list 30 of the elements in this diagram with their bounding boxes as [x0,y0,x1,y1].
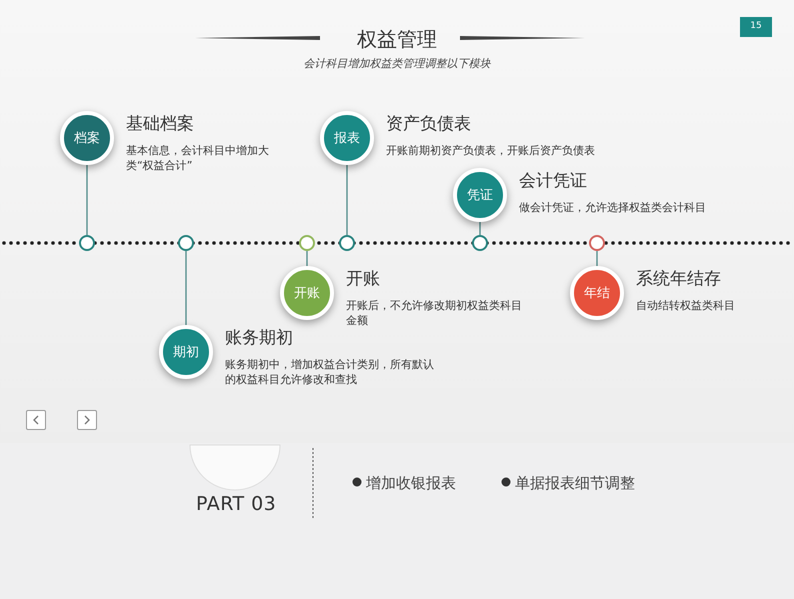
item-description: 自动结转权益类科目 [636,298,736,313]
item-heading: 账务期初 [225,327,294,349]
bullet-text: 增加收银报表 [366,473,456,494]
subtitle: 会计科目增加权益类管理调整以下模块 [302,56,492,72]
item-heading: 基础档案 [126,113,195,135]
item-description: 开账前期初资产负债表，开账后资产负债表 [386,143,596,158]
bullet-text: 单据报表细节调整 [515,473,635,494]
item-description: 做会计凭证，允许选择权益类会计科目 [519,200,707,215]
connector-line [346,165,348,235]
circle-label: 凭证 [467,188,493,202]
item-description: 开账后，不允许修改期初权益类科目金额 [346,298,522,328]
connector-line [479,222,481,235]
circle-label: 开账 [294,286,320,300]
circle-label: 报表 [334,132,360,144]
page-number-badge: 15 [740,17,772,37]
part-label: PART 03 [196,492,276,517]
circle-label: 年结 [584,286,610,300]
connector-line [596,251,598,266]
connector-line [306,251,308,266]
item-heading: 开账 [346,268,381,290]
item-description: 基本信息，会计科目中增加大类“权益合计” [126,143,270,173]
connector-line [86,165,88,235]
circle-label: 档案 [74,132,100,144]
slide-title: 权益管理 [356,26,438,52]
item-heading: 系统年结存 [636,268,722,290]
circle-label: 期初 [173,346,199,358]
item-description: 账务期初中，增加权益合计类别，所有默认的权益科目允许修改和查找 [225,357,435,387]
item-heading: 资产负债表 [386,113,472,135]
connector-line [185,251,187,325]
item-heading: 会计凭证 [519,170,588,192]
